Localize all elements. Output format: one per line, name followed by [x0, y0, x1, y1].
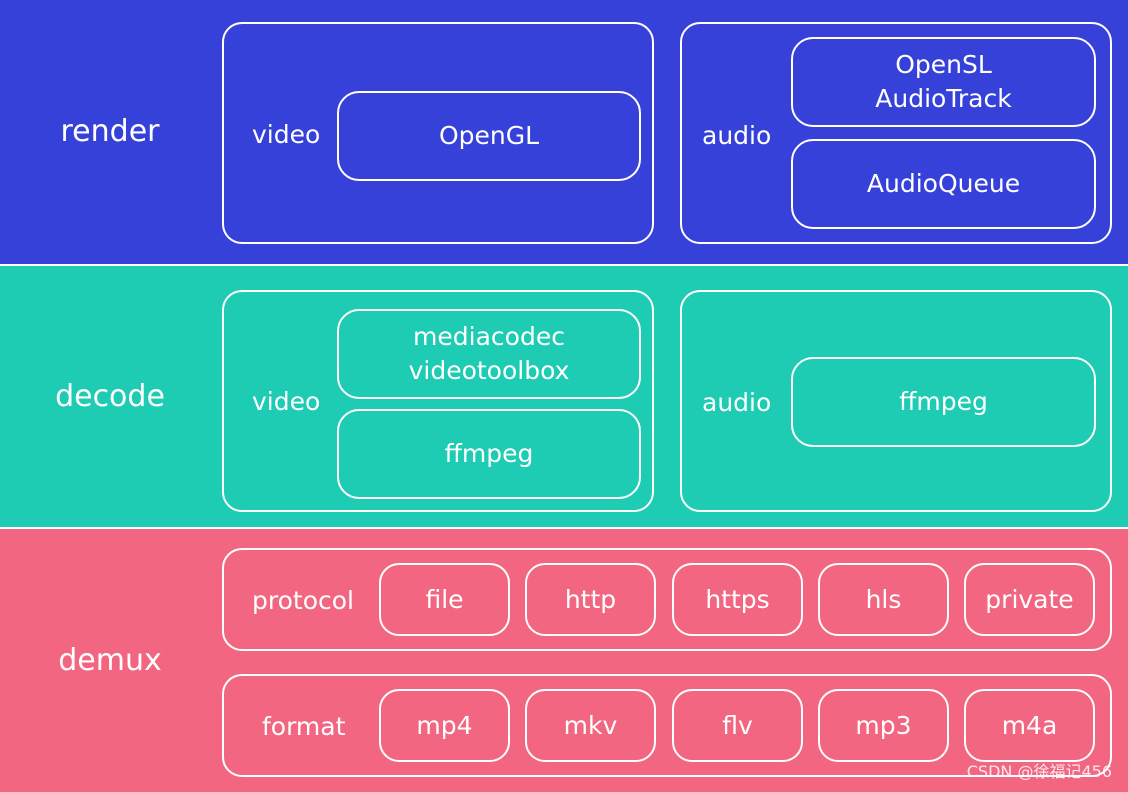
render-video-group: video OpenGL [222, 22, 654, 244]
format-mp3: mp3 [818, 689, 949, 762]
decode-video-label: video [252, 387, 321, 416]
decode-video-mediacodec-label: mediacodec [413, 322, 565, 351]
protocol-hls: hls [818, 563, 949, 636]
demux-format-group: format mp4 mkv flv mp3 m4a [222, 674, 1112, 777]
protocol-file: file [379, 563, 510, 636]
render-video-opengl-label: OpenGL [438, 121, 540, 150]
format-flv: flv [672, 689, 803, 762]
render-audio-group: audio OpenSL AudioTrack AudioQueue [680, 22, 1112, 244]
demux-layer-label: demux [58, 643, 162, 678]
decode-audio-ffmpeg-label: ffmpeg [899, 387, 988, 416]
render-audio-audioqueue-label: AudioQueue [866, 169, 1021, 198]
format-mp4: mp4 [379, 689, 510, 762]
decode-audio-group: audio ffmpeg [680, 290, 1112, 512]
render-layer-label: render [60, 114, 160, 149]
demux-format-label: format [262, 712, 346, 741]
render-layer: render video OpenGL audio OpenSL AudioTr… [0, 0, 1128, 264]
render-audio-opensl-label: OpenSL [895, 50, 992, 79]
decode-video-videotoolbox-label: videotoolbox [408, 356, 570, 385]
render-audio-audiotrack-label: AudioTrack [875, 84, 1012, 113]
format-m4a: m4a [964, 689, 1095, 762]
demux-protocol-label: protocol [252, 586, 354, 615]
render-audio-audioqueue: AudioQueue [791, 139, 1096, 229]
watermark: CSDN @徐福记456 [966, 762, 1112, 781]
render-audio-label: audio [702, 121, 772, 150]
demux-protocol-group: protocol file http https hls private [222, 548, 1112, 651]
render-video-label: video [252, 120, 321, 149]
render-audio-opensl-audiotrack: OpenSL AudioTrack [791, 37, 1096, 127]
decode-video-group: video mediacodec videotoolbox ffmpeg [222, 290, 654, 512]
protocol-https: https [672, 563, 803, 636]
protocol-http: http [525, 563, 656, 636]
format-mkv: mkv [525, 689, 656, 762]
decode-video-hw: mediacodec videotoolbox [337, 309, 641, 399]
decode-video-ffmpeg-label: ffmpeg [444, 439, 534, 468]
decode-video-ffmpeg: ffmpeg [337, 409, 641, 499]
decode-layer: decode video mediacodec videotoolbox ffm… [0, 266, 1128, 527]
decode-layer-label: decode [55, 379, 165, 414]
decode-audio-label: audio [702, 388, 772, 417]
protocol-private: private [964, 563, 1095, 636]
demux-layer: demux protocol file http https hls priva… [0, 529, 1128, 792]
render-video-opengl: OpenGL [337, 91, 641, 181]
decode-audio-ffmpeg: ffmpeg [791, 357, 1096, 447]
